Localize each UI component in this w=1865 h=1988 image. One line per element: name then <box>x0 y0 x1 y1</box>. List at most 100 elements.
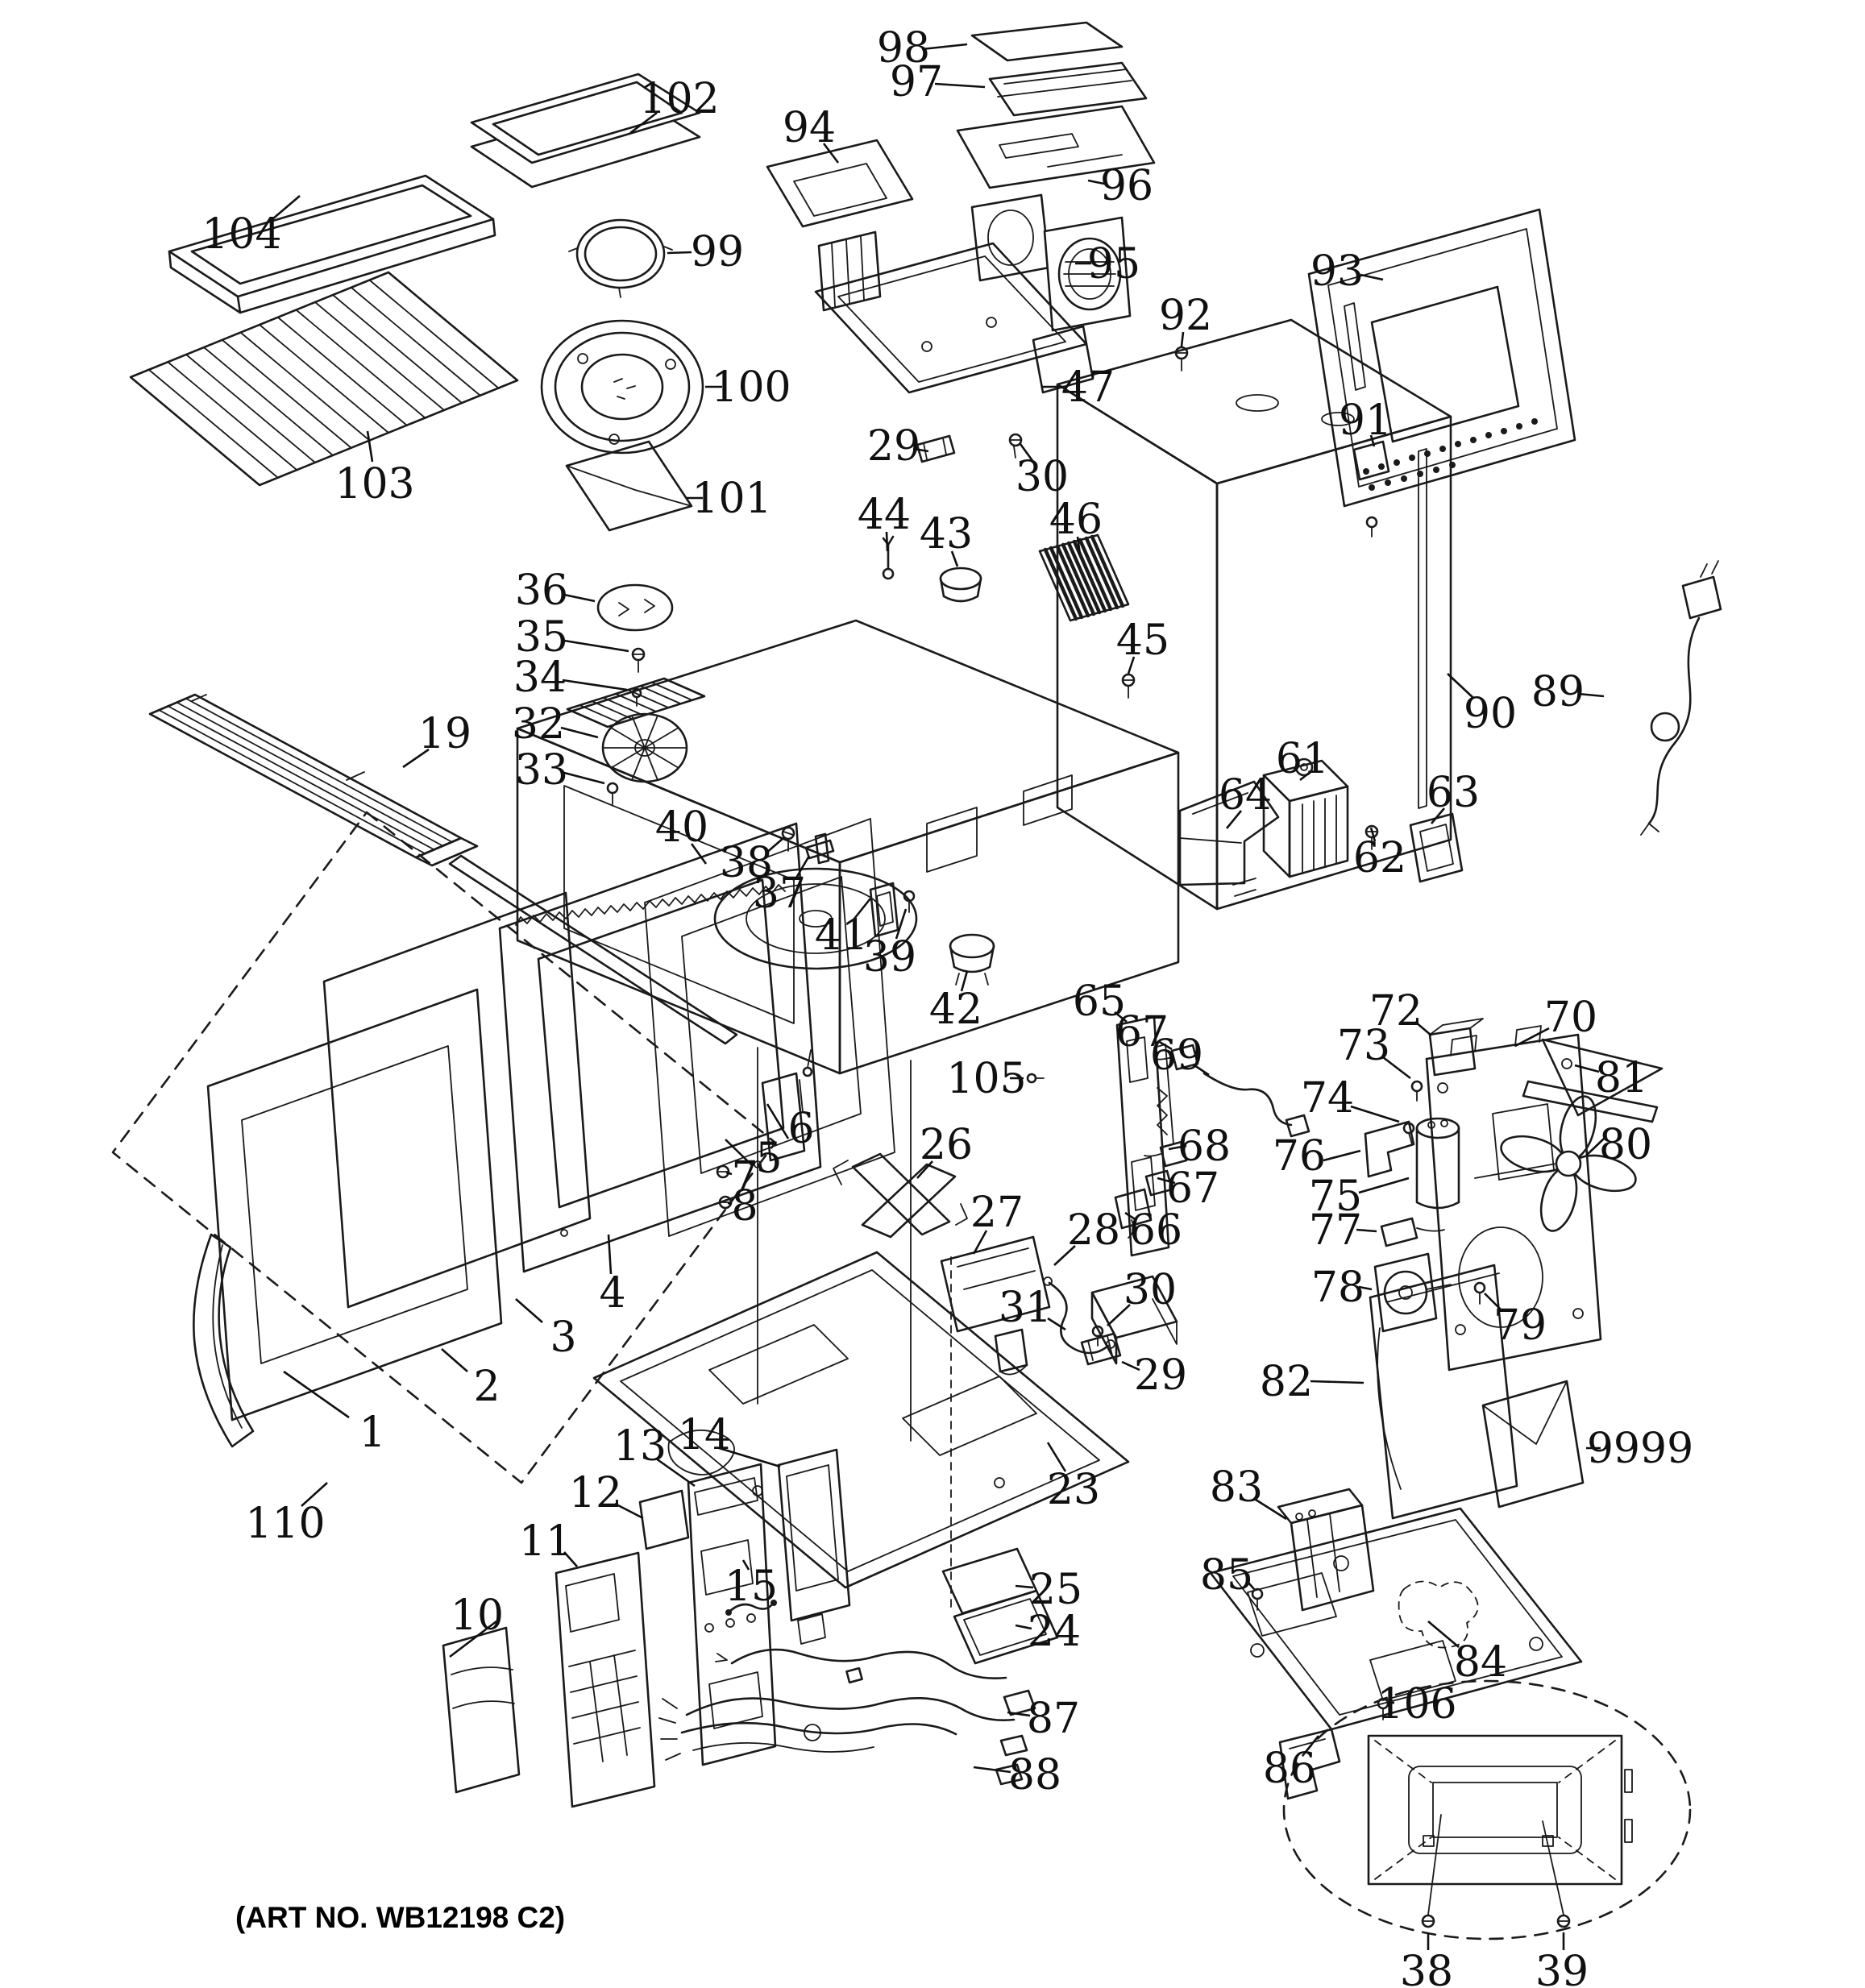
leader-line-80 <box>1585 1138 1605 1156</box>
leader-line-97 <box>934 82 986 89</box>
leader-line-11 <box>563 1551 578 1567</box>
part-88-shape <box>658 1697 1028 1786</box>
part-34-shape <box>631 687 642 707</box>
leader-line-90 <box>1447 673 1474 699</box>
part-8-shape <box>718 1195 733 1210</box>
part-label-86: 86 <box>1263 1745 1316 1793</box>
part-label-74: 74 <box>1301 1074 1354 1123</box>
part-103-shape <box>129 271 519 487</box>
part-label-102: 102 <box>639 75 719 123</box>
part-label-33: 33 <box>515 746 568 795</box>
part-label-27: 27 <box>970 1189 1024 1237</box>
part-84-shape <box>1209 1507 1583 1731</box>
part-label-93: 93 <box>1310 247 1364 296</box>
part-82-shape <box>1369 1264 1518 1520</box>
part-label-68: 68 <box>1178 1123 1231 1171</box>
part-36-shape <box>596 583 674 632</box>
part-label-40: 40 <box>655 803 708 852</box>
leader-line-85 <box>1248 1582 1255 1590</box>
part-label-35: 35 <box>515 613 568 662</box>
part-label-65: 65 <box>1073 977 1126 1026</box>
leader-line-67-a <box>1157 1040 1173 1051</box>
leader-line-8 <box>727 1202 733 1206</box>
leader-line-26 <box>916 1160 933 1179</box>
part-38-top-shape <box>781 826 795 852</box>
leader-line-46 <box>1076 536 1082 555</box>
part-94-shape <box>766 139 914 228</box>
leader-line-41 <box>853 898 872 919</box>
part-label-11: 11 <box>519 1517 572 1566</box>
leader-line-102 <box>629 111 658 135</box>
part-62-shape <box>1364 824 1379 850</box>
part-label-84: 84 <box>1454 1638 1507 1687</box>
part-105-shape <box>1026 1073 1045 1084</box>
leader-line-92 <box>1180 331 1185 347</box>
leader-line-61 <box>1299 770 1312 782</box>
part-label-64: 64 <box>1219 771 1272 820</box>
part-label-12: 12 <box>569 1469 622 1517</box>
part-label-25: 25 <box>1029 1566 1082 1614</box>
art-number-text: (ART NO. WB12198 C2) <box>235 1901 565 1934</box>
part-label-32: 32 <box>512 700 565 749</box>
leader-line-84 <box>1427 1621 1460 1648</box>
part-label-63: 63 <box>1427 769 1480 817</box>
leader-line-15 <box>741 1559 750 1571</box>
part-label-79: 79 <box>1493 1301 1547 1350</box>
leader-line-94 <box>822 143 840 164</box>
leader-line-28 <box>1053 1245 1076 1266</box>
part-label-26: 26 <box>920 1121 973 1169</box>
part-92-shape <box>1174 346 1189 371</box>
part-label-8: 8 <box>731 1182 758 1231</box>
part-73-shape <box>1410 1080 1423 1102</box>
leader-line-7 <box>725 1171 733 1176</box>
part-104-shape <box>168 174 496 314</box>
part-label-73: 73 <box>1337 1022 1390 1070</box>
part-86-shape <box>1278 1728 1341 1800</box>
part-label-90: 90 <box>1464 690 1517 738</box>
leader-line-24 <box>1015 1624 1032 1630</box>
part-label-78: 78 <box>1311 1264 1364 1312</box>
part-6-shape <box>802 1049 813 1077</box>
leader-line-5 <box>725 1139 753 1166</box>
part-79-shape <box>1473 1281 1486 1305</box>
leader-line-73 <box>1382 1056 1411 1080</box>
part-label-110: 110 <box>245 1500 325 1548</box>
part-47-shape <box>814 230 1094 394</box>
leader-line-75 <box>1358 1177 1410 1194</box>
leader-line-30-bot <box>1107 1304 1131 1326</box>
part-label-97: 97 <box>890 58 943 106</box>
part-72-shape <box>1428 1018 1484 1077</box>
leader-line-38-top <box>765 837 784 854</box>
part-label-4: 4 <box>599 1269 625 1318</box>
part-label-69: 69 <box>1150 1031 1203 1080</box>
leader-line-33 <box>563 771 605 785</box>
part-label-34: 34 <box>513 654 567 702</box>
leader-line-19 <box>402 748 430 769</box>
part-label-47: 47 <box>1061 363 1115 412</box>
part-label-77: 77 <box>1309 1206 1362 1255</box>
leader-line-65 <box>1114 1011 1128 1023</box>
leader-line-39-top <box>895 908 908 940</box>
leader-line-14 <box>718 1446 781 1468</box>
part-15-shape <box>725 1600 777 1616</box>
part-label-38-inset: 38 <box>1400 1948 1453 1988</box>
part-label-101: 101 <box>692 475 771 523</box>
part-95-shape <box>970 193 1132 332</box>
part-77-shape <box>1380 1217 1445 1247</box>
leader-line-103 <box>366 430 374 463</box>
part-61-shape <box>1262 757 1349 878</box>
part-label-36: 36 <box>515 567 568 615</box>
part-label-91: 91 <box>1339 396 1392 445</box>
part-99-shape <box>568 218 673 298</box>
part-41-shape <box>869 882 899 938</box>
part-label-66: 66 <box>1129 1206 1182 1255</box>
part-29-bot-shape <box>1080 1332 1122 1366</box>
leader-line-98 <box>921 43 968 51</box>
leader-line-93 <box>1360 273 1384 281</box>
part-label-3: 3 <box>550 1314 576 1362</box>
leader-line-99 <box>667 251 692 255</box>
leader-line-36 <box>563 593 596 603</box>
part-68-shape <box>1144 1140 1188 1168</box>
part-3-shape <box>322 891 592 1309</box>
